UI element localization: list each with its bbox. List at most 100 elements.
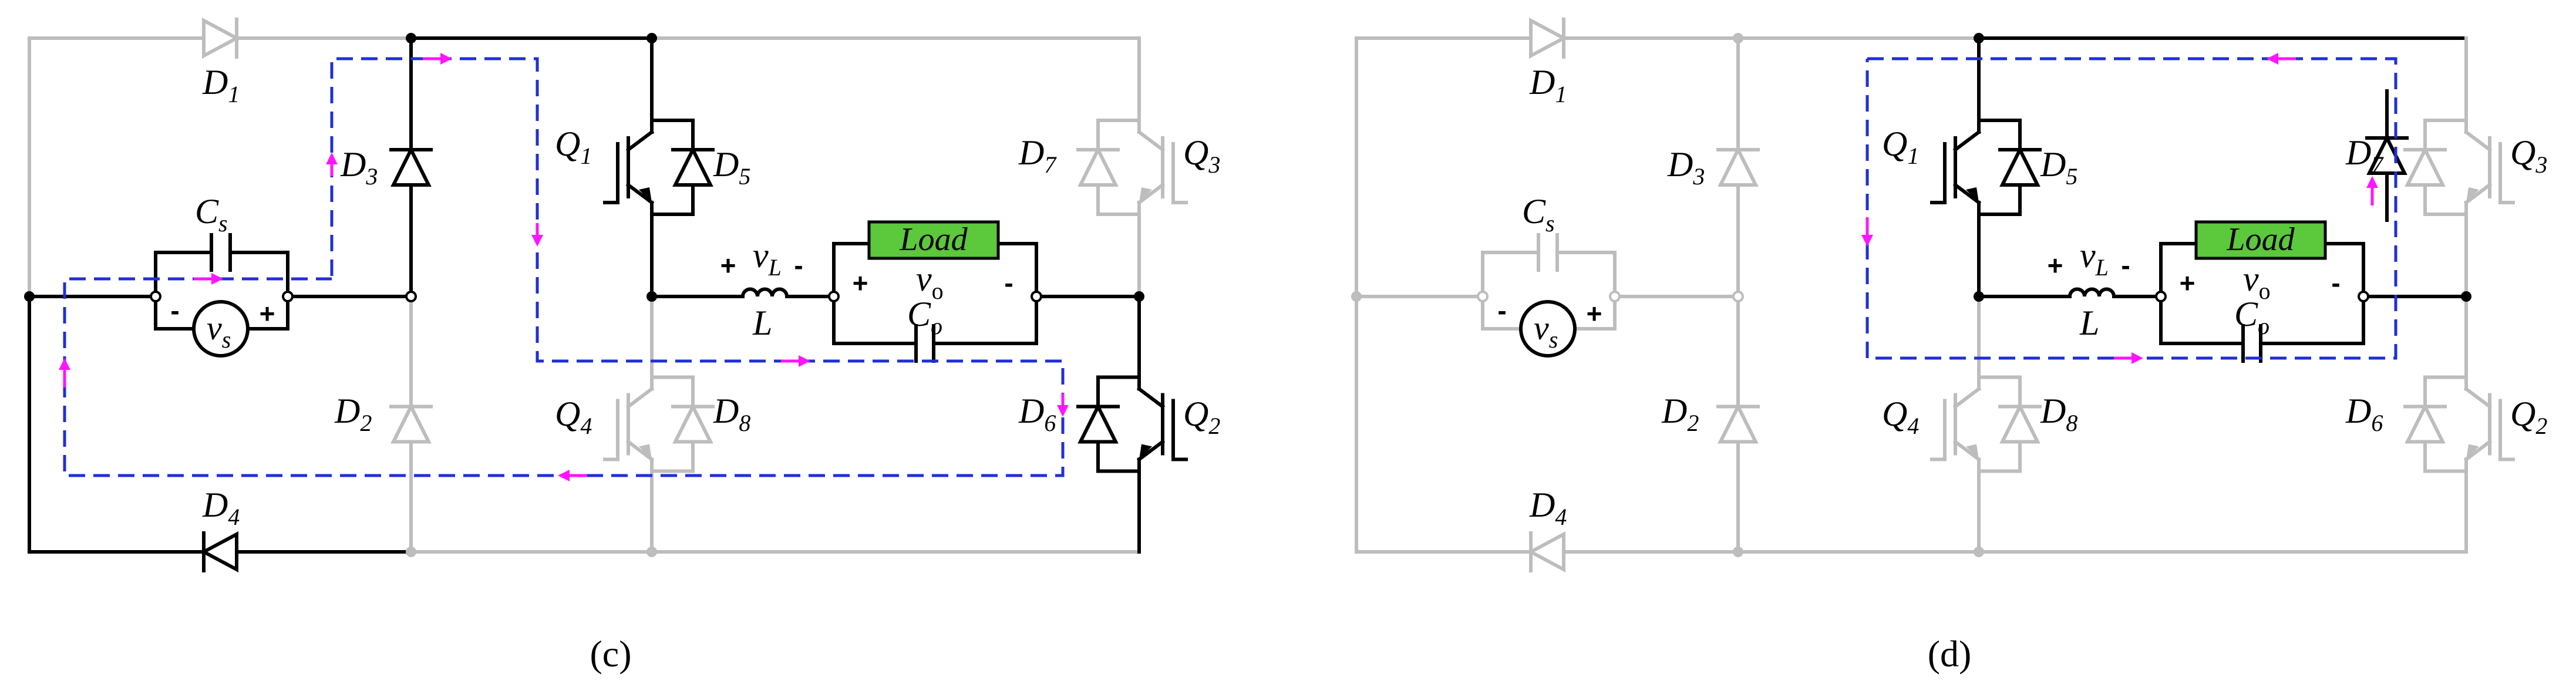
antiparallel-diode xyxy=(1998,119,2042,216)
label-d6-sub: 6 xyxy=(1044,410,1056,436)
label-d2: D2 xyxy=(1661,392,1699,436)
igbt-arrow xyxy=(1966,444,1979,460)
label-vo-sub: o xyxy=(2259,278,2271,304)
junction-dot xyxy=(406,547,416,557)
label-d4: D4 xyxy=(202,486,240,530)
diode-triangle xyxy=(390,402,432,444)
igbt-q3 xyxy=(1076,36,1188,298)
label-d3: D3 xyxy=(340,145,378,190)
diode-triangle xyxy=(1527,531,1565,573)
load-box xyxy=(867,220,1000,260)
igbt-emitter-leg xyxy=(625,439,655,462)
label-d7-sub: 7 xyxy=(1044,151,1057,178)
label-d1-sub: 1 xyxy=(228,81,240,107)
junction-dot xyxy=(24,291,35,302)
label-d5: D5 xyxy=(2040,145,2077,190)
label-q1-sub: 1 xyxy=(580,143,592,169)
label-d5: D5 xyxy=(713,145,750,190)
label-d3-main: D xyxy=(340,145,366,184)
igbt-q1 xyxy=(603,36,715,298)
label-q4: Q4 xyxy=(1882,395,1919,439)
antiparallel-diode xyxy=(2403,119,2447,216)
load-label: Load xyxy=(2226,221,2295,258)
label-d4: D4 xyxy=(1529,486,1567,530)
igbt-q4 xyxy=(603,295,715,554)
igbt-collector-leg xyxy=(2463,129,2493,153)
label-vs: vs xyxy=(1534,309,1558,353)
label-d6-main: D xyxy=(2345,392,2371,430)
antiparallel-diode xyxy=(2403,375,2447,473)
label-d2-main: D xyxy=(1661,392,1687,430)
label-cs-sub: s xyxy=(218,210,228,237)
label-cs: Cs xyxy=(1522,192,1555,237)
terminal-dot xyxy=(1031,291,1042,302)
diode-triangle xyxy=(672,402,713,444)
label-d4-sub: 4 xyxy=(228,504,240,530)
label-vs-main: v xyxy=(1534,309,1549,347)
label-q2-sub: 2 xyxy=(2535,413,2547,439)
label-d6-main: D xyxy=(1018,392,1044,430)
igbt-collector-leg xyxy=(1952,386,1982,409)
diode-d4 xyxy=(28,531,413,573)
igbt-arrow xyxy=(639,187,652,203)
junction-dot xyxy=(1974,33,1984,43)
label-vl-main: v xyxy=(753,236,769,275)
diode-d1 xyxy=(1355,17,1740,59)
inductor-coil xyxy=(770,287,789,297)
diode-triangle xyxy=(1718,146,1759,187)
label-d4-main: D xyxy=(1529,486,1555,524)
antiparallel-diode xyxy=(671,375,715,473)
label-co-sub: o xyxy=(931,313,942,339)
diode-triangle xyxy=(1999,402,2040,444)
label-d8-sub: 8 xyxy=(739,410,750,436)
igbt-collector-leg xyxy=(1136,129,1166,153)
label-d1-main: D xyxy=(202,63,228,102)
label-q2-main: Q xyxy=(2510,395,2535,433)
inductor-coil xyxy=(741,287,759,297)
vs-minus: - xyxy=(1497,295,1506,326)
diode-d3 xyxy=(1716,36,1760,298)
label-q1-main: Q xyxy=(1882,124,1907,163)
igbt-arrow xyxy=(2466,187,2479,203)
label-d2-sub: 2 xyxy=(360,410,372,436)
terminal-dot xyxy=(1609,291,1621,302)
label-vo: vo xyxy=(2243,259,2271,304)
label-vo-main: v xyxy=(2243,259,2259,298)
label-cs-sub: s xyxy=(1545,210,1555,237)
antiparallel-diode xyxy=(671,119,715,216)
diode-triangle xyxy=(672,146,713,187)
label-d3-main: D xyxy=(1667,145,1693,184)
diode-triangle xyxy=(1529,17,1568,59)
vl-plus: + xyxy=(2048,250,2063,281)
label-d2: D2 xyxy=(334,392,372,436)
terminal-dot xyxy=(1732,291,1744,302)
junction-dot xyxy=(1733,547,1743,557)
igbt-collector-leg xyxy=(1136,386,1166,409)
current-path xyxy=(1866,57,2397,360)
label-l: L xyxy=(2079,304,2099,342)
igbt-collector-leg xyxy=(2463,386,2493,409)
terminal-dot xyxy=(1477,291,1489,302)
diode-triangle xyxy=(390,146,432,187)
diode-triangle xyxy=(2405,402,2446,444)
label-d5-sub: 5 xyxy=(739,163,750,190)
junction-dot xyxy=(406,33,416,43)
label-d4-main: D xyxy=(202,486,228,524)
vo-plus: + xyxy=(853,268,868,298)
label-d8: D8 xyxy=(2040,392,2077,436)
vs-source xyxy=(1519,300,1577,358)
label-co: Co xyxy=(2234,295,2269,339)
terminal-dot xyxy=(2358,291,2369,302)
label-cs-main: C xyxy=(195,192,219,231)
igbt-arrow xyxy=(1966,187,1979,203)
diode-triangle xyxy=(1077,402,1119,444)
igbt-collector-leg xyxy=(1952,129,1982,153)
inductor-coil xyxy=(756,287,774,297)
igbt-emitter-leg xyxy=(1136,182,1166,205)
inductor-coil xyxy=(2097,287,2116,297)
vl-minus: - xyxy=(794,250,803,281)
igbt-q4 xyxy=(1930,295,2042,554)
diode-d3 xyxy=(389,36,433,298)
label-q3-sub: 3 xyxy=(2535,151,2547,178)
